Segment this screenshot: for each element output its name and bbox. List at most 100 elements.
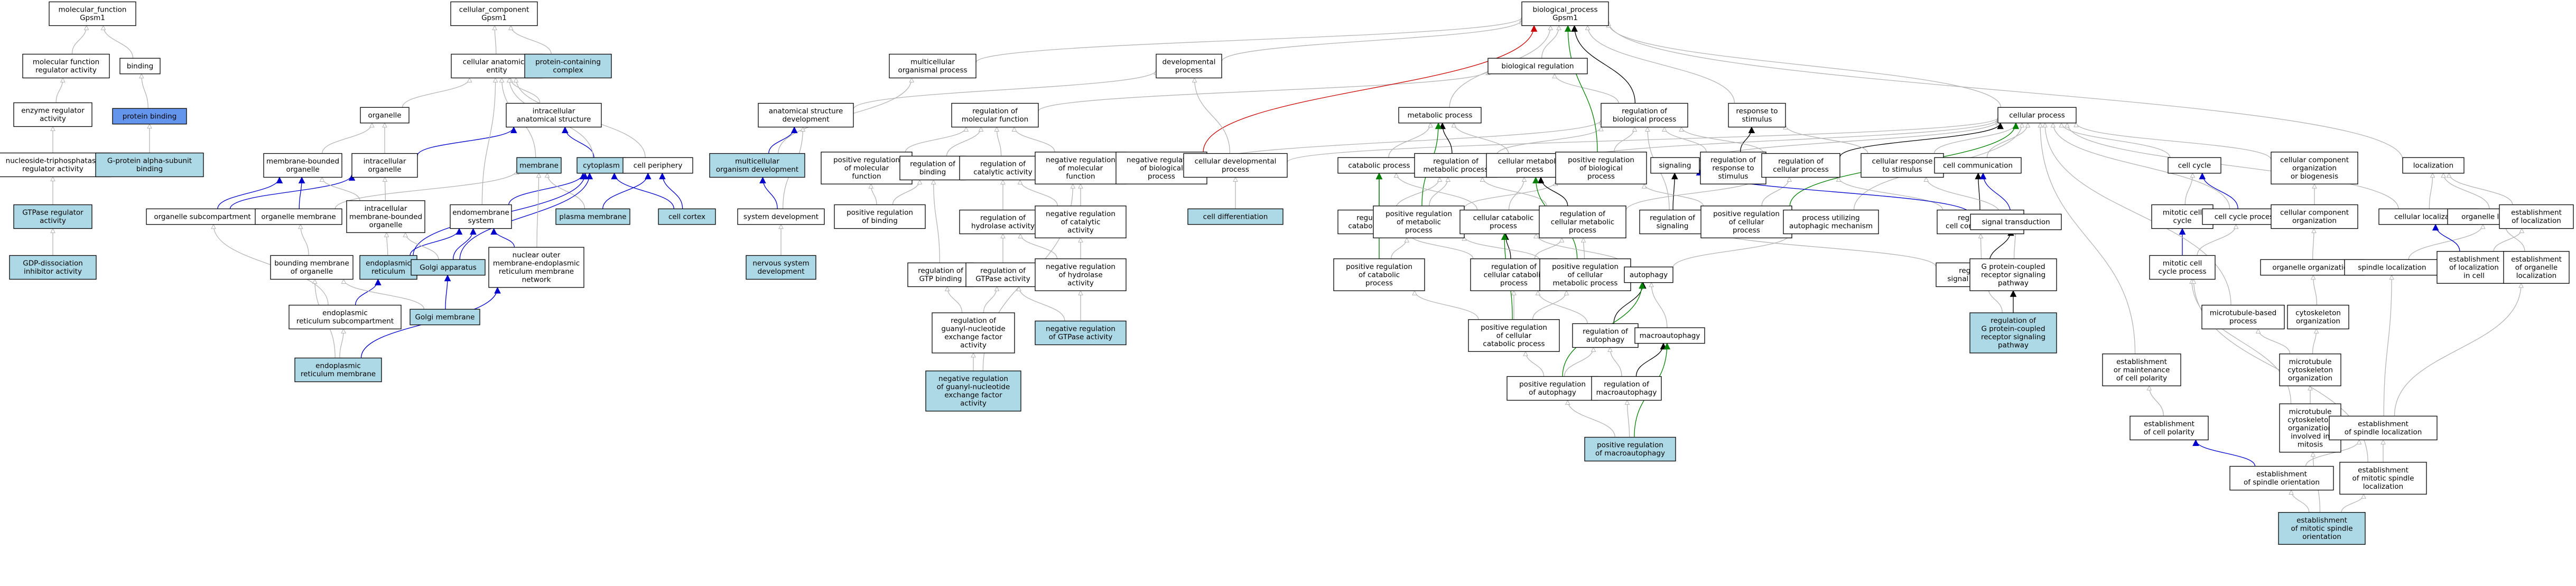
go-term-node[interactable]: organelle membrane: [255, 208, 342, 225]
go-term-node[interactable]: cellular process: [1997, 107, 2077, 124]
go-term-node[interactable]: cell communication: [1934, 157, 2022, 174]
go-term-node[interactable]: signal transduction: [1970, 213, 2062, 230]
go-term-node[interactable]: cell periphery: [622, 157, 693, 174]
go-term-node[interactable]: organelle: [360, 107, 410, 124]
go-term-node[interactable]: biological regulation: [1487, 58, 1588, 75]
go-term-node[interactable]: localization: [2402, 157, 2465, 174]
go-term-node[interactable]: catabolic process: [1337, 157, 1421, 174]
go-term-node[interactable]: cell differentiation: [1187, 208, 1284, 225]
go-term-node[interactable]: system development: [737, 208, 825, 225]
go-term-node[interactable]: metabolic process: [1398, 107, 1482, 124]
go-term-node[interactable]: cytoplasm: [576, 157, 626, 174]
go-term-node[interactable]: membrane: [516, 157, 562, 174]
go-term-node[interactable]: protein binding: [112, 108, 187, 125]
go-term-node[interactable]: nuclear outermembrane-endoplasmicreticul…: [488, 247, 584, 288]
go-term-node[interactable]: signaling: [1650, 157, 1700, 174]
go-term-node[interactable]: cell cycle: [2168, 157, 2221, 174]
go-term-node[interactable]: Golgi membrane: [410, 309, 480, 325]
go-term-node[interactable]: organelle subcompartment: [146, 208, 259, 225]
go-term-node[interactable]: macroautophagy: [1634, 327, 1705, 344]
go-term-node[interactable]: spindle localization: [2344, 259, 2440, 276]
go-term-node[interactable]: Golgi apparatus: [411, 259, 486, 276]
go-term-node[interactable]: binding: [119, 58, 161, 75]
go-term-node[interactable]: cell cortex: [658, 208, 716, 225]
go-term-node[interactable]: autophagy: [1624, 266, 1673, 283]
go-term-node[interactable]: plasma membrane: [555, 208, 630, 225]
